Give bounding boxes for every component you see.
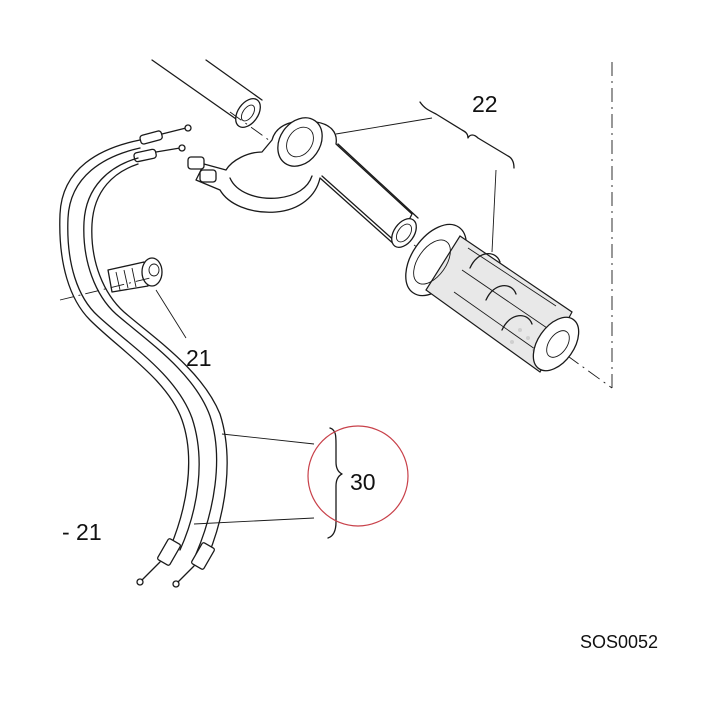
leader-lines xyxy=(155,117,497,525)
callout-22: 22 xyxy=(472,91,498,117)
brace-22 xyxy=(419,101,515,169)
screw-part xyxy=(59,257,163,301)
figure-code: SOS0052 xyxy=(580,632,658,652)
highlight-circle xyxy=(307,425,409,527)
brace-30 xyxy=(327,427,343,539)
throttle-sleeve xyxy=(195,117,419,248)
cable-end-fittings-top xyxy=(133,124,217,183)
throttle-cables xyxy=(59,139,228,557)
cable-end-fittings-bottom xyxy=(136,538,215,588)
callout-30: 30 xyxy=(350,469,376,495)
rubber-grip xyxy=(405,223,580,373)
callout-21: 21 xyxy=(186,345,212,371)
callout-21-side: - 21 xyxy=(62,519,102,545)
handlebar-tube xyxy=(151,59,263,128)
